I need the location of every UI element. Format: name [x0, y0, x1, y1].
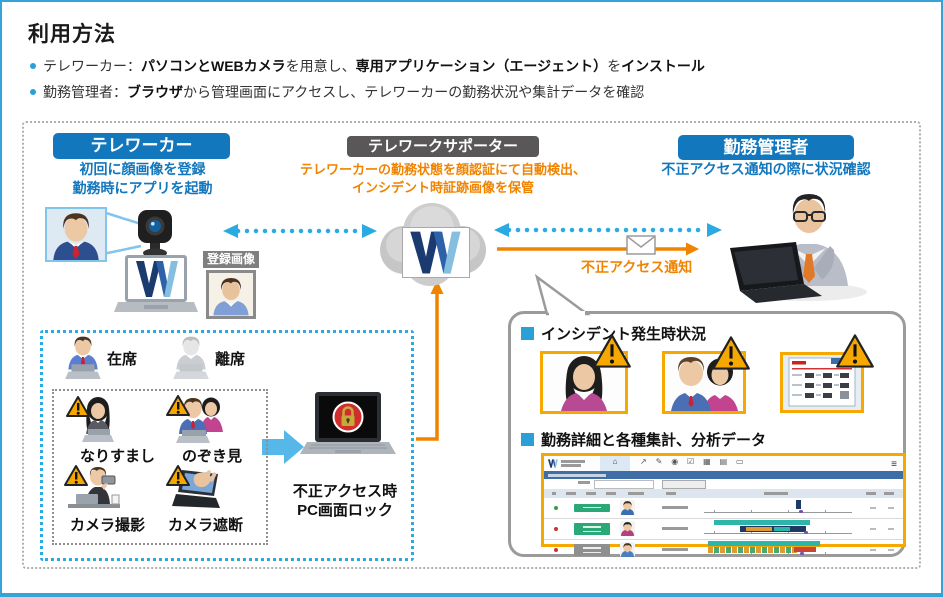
capture-line-top [102, 210, 142, 226]
dashboard-row [544, 539, 903, 560]
manager-figure [730, 194, 867, 303]
intro-bullet-teleworker: テレワーカー：パソコンとWEBカメラを用意し、専用アプリケーション（エージェント… [30, 56, 705, 76]
warning-icon [836, 334, 874, 368]
teleworker-laptop [114, 255, 198, 312]
capture-line-bottom [102, 244, 142, 256]
teleworker-desc: 初回に顔画像を登録勤務時にアプリを起動 [72, 161, 213, 196]
arrow-to-lock-icon [262, 430, 304, 464]
mail-icon [626, 235, 656, 255]
heading-square-icon [521, 327, 534, 340]
away-label: 離席 [215, 351, 246, 368]
peeping-label: のぞき見 [182, 448, 243, 465]
notification-label: 不正アクセス通知 [581, 259, 693, 275]
dashboard-rows [544, 498, 903, 557]
manager-badge: 勤務管理者 [678, 135, 854, 160]
teleworker-avatar [53, 213, 99, 260]
intro-bullet-manager: 勤務管理者：ブラウザから管理画面にアクセスし、テレワーカーの勤務状況や集計データ… [30, 82, 644, 102]
present-icon [65, 336, 101, 379]
camera-block-label: カメラ遮断 [168, 517, 244, 534]
dashboard-nav-icons: ↗ ✎ ◉ ☑ ▦ ▤ ▭ [640, 457, 744, 466]
bullet-dot-icon [30, 63, 36, 70]
dashboard-menu-icon: ≡ [891, 459, 897, 470]
dashboard-topbar: ⌂ ↗ ✎ ◉ ☑ ▦ ▤ ▭ ≡ [544, 456, 903, 473]
supporter-desc: テレワーカーの勤務状態を顔認証にて自動検出、インシデント時証跡画像を保管 [299, 162, 586, 195]
supporter-badge: テレワークサポーター [347, 136, 539, 157]
away-icon [173, 336, 209, 379]
camera-photo-icon [64, 465, 120, 508]
dashboard-logo-icon [547, 459, 558, 468]
incident-type-box [52, 389, 268, 545]
camera-block-icon [166, 465, 220, 508]
warning-icon [712, 336, 750, 370]
camera-photo-label: カメラ撮影 [70, 517, 146, 534]
face-capture-frame [45, 207, 107, 262]
status-panel [40, 330, 414, 561]
peeping-icon [166, 395, 223, 443]
present-label: 在席 [107, 351, 138, 368]
dashboard-table-header [544, 489, 903, 498]
bullet-dot-icon [30, 89, 36, 96]
arrow-lock-to-cloud [416, 292, 439, 441]
dashboard-row [544, 518, 903, 539]
registered-image-label: 登録画像 [203, 251, 259, 268]
manager-desc: 不正アクセス通知の際に状況確認 [661, 161, 871, 177]
bubble-tail [534, 273, 591, 316]
teleworker-badge: テレワーカー [53, 133, 230, 159]
dashboard-screenshot: ⌂ ↗ ✎ ◉ ☑ ▦ ▤ ▭ ≡ [541, 453, 906, 557]
warning-icon [593, 334, 631, 368]
page-title: 利用方法 [28, 23, 116, 46]
dashboard-subbar [544, 471, 903, 479]
impersonation-label: なりすまし [80, 448, 156, 465]
supporter-logo-box [402, 227, 470, 278]
screen-lock-laptop [300, 392, 396, 454]
dashboard-row [544, 498, 903, 518]
registered-image-photo [206, 270, 256, 319]
dashboard-filter-row [544, 479, 903, 489]
heading-square-icon [521, 433, 534, 446]
diagram-dashed-box [22, 121, 921, 569]
workdata-heading: 勤務詳細と各種集計、分析データ [521, 429, 766, 450]
incident-heading: インシデント発生時状況 [521, 323, 706, 344]
impersonation-icon [66, 396, 114, 442]
